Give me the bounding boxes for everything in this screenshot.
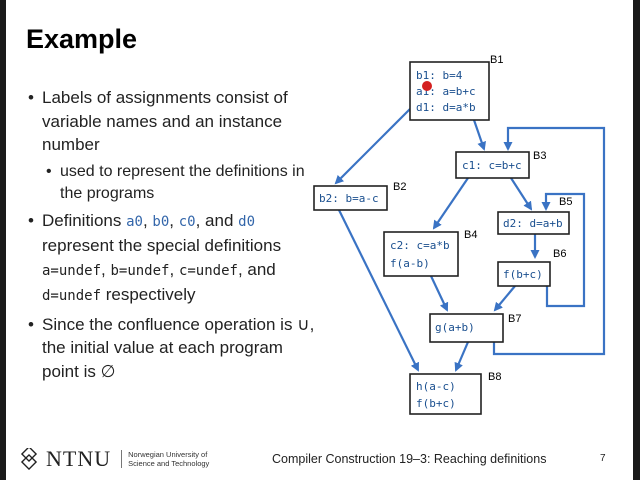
block-b3-box bbox=[455, 151, 530, 179]
code-b-undef: b=undef bbox=[110, 262, 170, 279]
block-b3-line: c1: c=b+c bbox=[462, 159, 522, 172]
block-b2: B2 b2: b=a-c bbox=[313, 181, 406, 211]
block-b4-box bbox=[383, 231, 459, 277]
block-b2-line: b2: b=a-c bbox=[319, 192, 379, 205]
code-c0: c0 bbox=[178, 213, 196, 230]
block-b5-label: B5 bbox=[559, 196, 572, 208]
empty-set-symbol: ∅ bbox=[100, 361, 116, 381]
block-b7-box bbox=[429, 313, 504, 343]
logo-subtitle-line: Science and Technology bbox=[128, 459, 210, 468]
edge-b6-b7 bbox=[493, 285, 516, 312]
bullet-text: used to represent the definitions in the… bbox=[60, 162, 305, 202]
block-b7-line: g(a+b) bbox=[435, 321, 475, 334]
code-a-undef: a=undef bbox=[42, 262, 102, 279]
union-symbol: ∪ bbox=[297, 314, 310, 334]
code-c-undef: c=undef bbox=[178, 262, 238, 279]
bullet-text: respectively bbox=[101, 285, 196, 304]
block-b2-label: B2 bbox=[393, 181, 406, 193]
block-b4-line: f(a-b) bbox=[390, 257, 430, 270]
flow-graph: B1 b1: b=4 a1: a=b+c d1: d=a*b B2 b2: b=… bbox=[313, 54, 606, 415]
edge-b6-b5-loop bbox=[541, 192, 586, 308]
slide: Example Labels of assignments consist of… bbox=[6, 0, 633, 480]
bullet-list: Labels of assignments consist of variabl… bbox=[28, 86, 318, 387]
bullet-text: represent the special definitions bbox=[42, 236, 282, 255]
code-a0: a0 bbox=[126, 213, 143, 230]
block-b6-box bbox=[497, 261, 551, 287]
edge-b1-b2 bbox=[334, 108, 411, 185]
logo-subtitle-line: Norwegian University of bbox=[128, 450, 208, 459]
bullet-text: , bbox=[169, 210, 179, 230]
block-b6-label: B6 bbox=[553, 248, 566, 260]
block-b5-line: d2: d=a+b bbox=[503, 217, 563, 230]
code-d-undef: d=undef bbox=[42, 288, 102, 304]
logo-wordmark: NTNU bbox=[46, 446, 112, 471]
footer-course-title: Compiler Construction 19–3: Reaching def… bbox=[272, 452, 547, 466]
bullet-confluence: Since the confluence operation is ∪, the… bbox=[28, 313, 318, 384]
block-b2-box bbox=[313, 185, 388, 211]
block-b4-line: c2: c=a*b bbox=[390, 239, 450, 252]
block-b5-box bbox=[497, 211, 570, 235]
bullet-text: , bbox=[101, 259, 111, 279]
laser-pointer-icon bbox=[422, 81, 432, 91]
block-b4: B4 c2: c=a*b f(a-b) bbox=[383, 229, 477, 277]
edge-b1-b3 bbox=[472, 119, 486, 151]
bullet-text: Definitions bbox=[42, 210, 127, 230]
bullet-text: Since the confluence operation is bbox=[42, 314, 298, 334]
block-b8: B8 h(a-c) f(b+c) bbox=[409, 371, 501, 415]
logo-subtitle: Norwegian University of Science and Tech… bbox=[121, 450, 209, 468]
edge-b3-b5 bbox=[510, 177, 533, 211]
edge-b2-b8 bbox=[338, 209, 419, 372]
bullet-text: , the initial value at each program poin… bbox=[42, 314, 315, 381]
bullet-text: , bbox=[169, 259, 179, 279]
block-b8-line: f(b+c) bbox=[416, 397, 456, 410]
block-b6: B6 f(b+c) bbox=[497, 248, 566, 287]
edge-b3-b4 bbox=[432, 177, 469, 230]
ntnu-logo: NTNU Norwegian University of Science and… bbox=[18, 446, 209, 472]
block-b1-line: b1: b=4 bbox=[416, 69, 463, 82]
block-b8-line: h(a-c) bbox=[416, 380, 456, 393]
block-b6-line: f(b+c) bbox=[503, 268, 543, 281]
block-b1-line: d1: d=a*b bbox=[416, 101, 476, 114]
block-b4-label: B4 bbox=[464, 229, 477, 241]
block-b8-label: B8 bbox=[488, 371, 501, 383]
bullet-text: , and bbox=[237, 259, 276, 279]
bullet-text: , bbox=[142, 210, 153, 230]
code-d0: d0 bbox=[238, 213, 255, 230]
block-b3-label: B3 bbox=[533, 150, 546, 162]
slide-title: Example bbox=[26, 24, 138, 54]
bullet-text: Labels of assignments consist of variabl… bbox=[42, 88, 288, 154]
bullet-text: , and bbox=[195, 210, 239, 230]
block-b1-box bbox=[409, 61, 490, 121]
bullet-special-definitions: Definitions a0, b0, c0, and d0 represent… bbox=[28, 209, 318, 309]
edge-b7-b8 bbox=[454, 341, 470, 372]
block-b3: B3 c1: c=b+c bbox=[455, 150, 546, 179]
block-b8-box bbox=[409, 373, 482, 415]
block-b1-label: B1 bbox=[490, 54, 503, 66]
code-b0: b0 bbox=[152, 213, 170, 230]
bullet-labels: Labels of assignments consist of variabl… bbox=[28, 86, 318, 157]
block-b7-label: B7 bbox=[508, 313, 521, 325]
block-b5: B5 d2: d=a+b bbox=[497, 196, 572, 235]
ntnu-emblem-icon bbox=[20, 448, 38, 470]
edge-b4-b7 bbox=[430, 275, 449, 312]
block-b1: B1 b1: b=4 a1: a=b+c d1: d=a*b bbox=[409, 54, 503, 121]
sub-bullet-definitions: used to represent the definitions in the… bbox=[28, 161, 318, 205]
edge-b7-b3-loop bbox=[492, 126, 606, 356]
page-number: 7 bbox=[600, 453, 606, 464]
block-b7: B7 g(a+b) bbox=[429, 313, 521, 343]
